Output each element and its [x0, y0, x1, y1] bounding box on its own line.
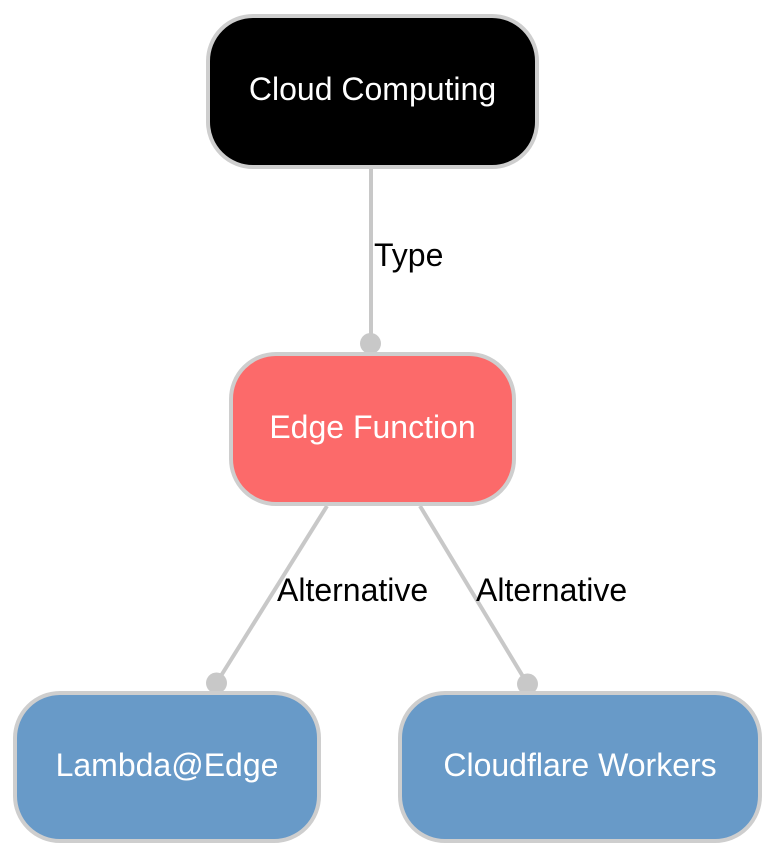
edge-endpoint-dot	[206, 672, 227, 694]
node-lambda-edge[interactable]: Lambda@Edge	[13, 691, 321, 843]
node-cloudflare-workers[interactable]: Cloudflare Workers	[398, 691, 762, 843]
edge-line-alternative-left	[214, 504, 329, 685]
edge-label-type: Type	[374, 237, 444, 273]
node-label: Cloudflare Workers	[443, 746, 717, 783]
edge-line-alternative-right	[418, 504, 530, 686]
node-label: Lambda@Edge	[55, 746, 279, 783]
edge-endpoint-dot	[517, 673, 538, 695]
edge-label-alternative-left: Alternative	[277, 572, 429, 608]
node-edge-function[interactable]: Edge Function	[229, 352, 516, 506]
node-label: Cloud Computing	[248, 71, 497, 108]
node-label: Edge Function	[269, 408, 476, 445]
node-cloud-computing[interactable]: Cloud Computing	[206, 14, 539, 169]
edge-label-alternative-right: Alternative	[476, 572, 628, 608]
edge-endpoint-dot	[360, 333, 381, 354]
